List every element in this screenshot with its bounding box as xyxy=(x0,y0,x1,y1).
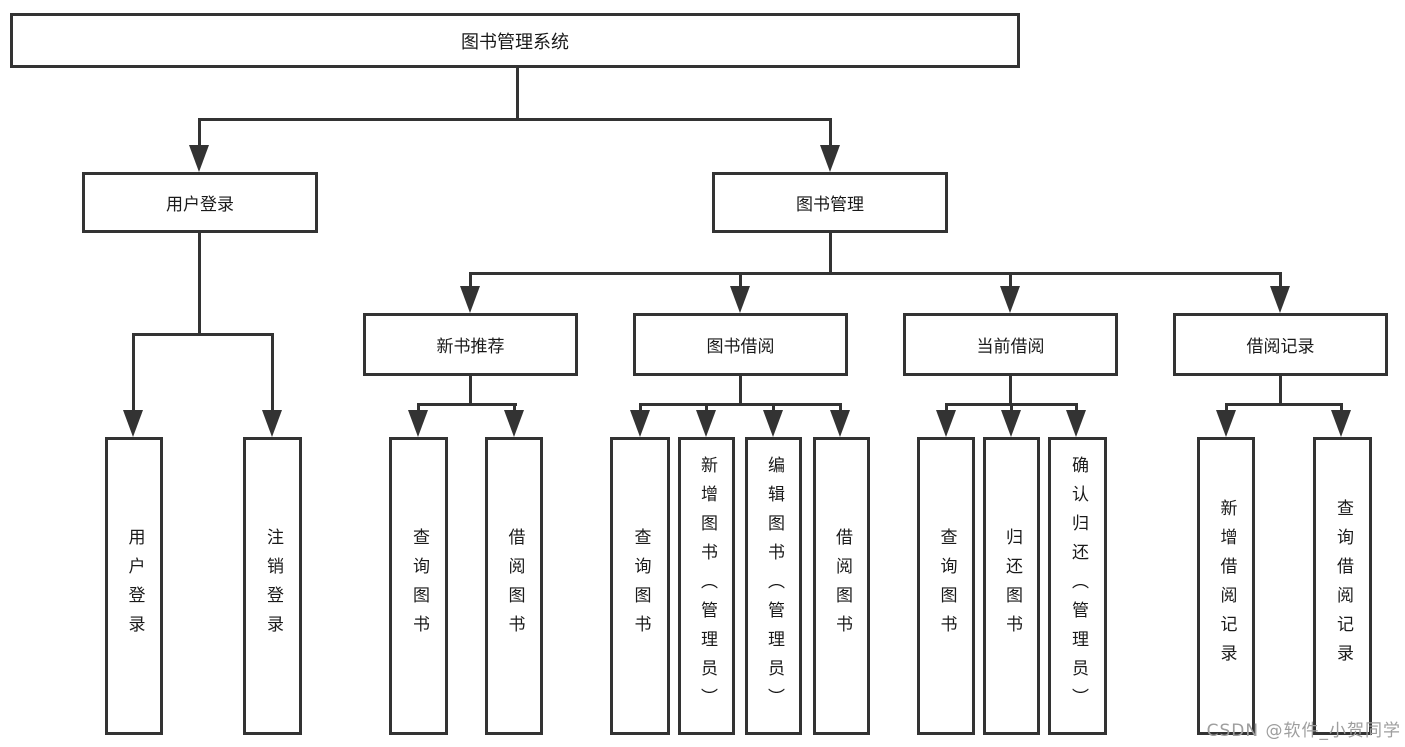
arrow-down-icon xyxy=(189,145,209,172)
connector-line xyxy=(132,333,135,413)
leaf-query-books-borrowing: 查询图书 xyxy=(610,437,670,735)
connector-line xyxy=(198,233,201,335)
connector-line xyxy=(705,403,708,415)
leaf-add-books-admin: 新增图书（管理员） xyxy=(678,437,735,735)
leaf-query-borrow-record: 查询借阅记录 xyxy=(1313,437,1372,735)
arrow-down-icon xyxy=(123,410,143,437)
node-label: 图书借阅 xyxy=(706,337,775,357)
node-label: 新增图书（管理员） xyxy=(697,455,717,717)
arrow-down-icon xyxy=(830,410,850,437)
connector-line xyxy=(839,403,842,415)
node-label: 查询借阅记录 xyxy=(1333,499,1353,673)
connector-line xyxy=(198,118,201,150)
connector-line xyxy=(198,118,832,121)
connector-line xyxy=(829,233,832,275)
connector-line xyxy=(1225,403,1228,415)
node-label: 确认归还（管理员） xyxy=(1068,455,1088,717)
leaf-return-books: 归还图书 xyxy=(983,437,1040,735)
connector-line xyxy=(516,68,519,120)
node-label: 新书推荐 xyxy=(436,337,505,357)
node-borrowing-records: 借阅记录 xyxy=(1173,313,1388,376)
connector-line xyxy=(639,403,642,415)
connector-line xyxy=(469,272,1282,275)
node-label: 归还图书 xyxy=(1002,528,1022,644)
connector-line xyxy=(1009,272,1012,289)
arrow-down-icon xyxy=(696,410,716,437)
arrow-down-icon xyxy=(630,410,650,437)
node-library-system-root: 图书管理系统 xyxy=(10,13,1020,68)
node-label: 编辑图书（管理员） xyxy=(764,455,784,717)
connector-line xyxy=(469,272,472,289)
node-label: 当前借阅 xyxy=(976,337,1045,357)
connector-line xyxy=(1075,403,1078,415)
connector-line xyxy=(1010,403,1013,415)
leaf-edit-books-admin: 编辑图书（管理员） xyxy=(745,437,802,735)
connector-line xyxy=(772,403,775,415)
csdn-watermark: CSDN @软件_小贺同学 xyxy=(1206,721,1401,741)
arrow-down-icon xyxy=(262,410,282,437)
arrow-down-icon xyxy=(1001,410,1021,437)
arrow-down-icon xyxy=(763,410,783,437)
connector-line xyxy=(132,333,274,336)
connector-line xyxy=(1279,272,1282,289)
connector-line xyxy=(1009,376,1012,406)
node-current-borrowing: 当前借阅 xyxy=(903,313,1118,376)
leaf-add-borrow-record: 新增借阅记录 xyxy=(1197,437,1255,735)
node-book-management: 图书管理 xyxy=(712,172,948,233)
node-label: 查询图书 xyxy=(630,528,651,644)
arrow-down-icon xyxy=(820,145,840,172)
node-label: 查询图书 xyxy=(936,528,957,644)
connector-line xyxy=(1340,403,1343,415)
leaf-query-books-recommend: 查询图书 xyxy=(389,437,448,735)
arrow-down-icon xyxy=(1270,286,1290,313)
connector-line xyxy=(271,333,274,413)
connector-line xyxy=(739,272,742,289)
connector-line xyxy=(829,118,832,150)
arrow-down-icon xyxy=(460,286,480,313)
leaf-user-login: 用户登录 xyxy=(105,437,163,735)
connector-line xyxy=(1225,403,1343,406)
node-label: 借阅记录 xyxy=(1246,337,1315,357)
connector-line xyxy=(417,403,517,406)
node-label: 注销登录 xyxy=(263,528,283,644)
connector-line xyxy=(739,376,742,406)
node-new-book-recommendation: 新书推荐 xyxy=(363,313,578,376)
node-label: 查询图书 xyxy=(409,528,429,644)
node-label: 图书管理系统 xyxy=(461,31,569,53)
node-user-login: 用户登录 xyxy=(82,172,318,233)
leaf-confirm-return-admin: 确认归还（管理员） xyxy=(1048,437,1107,735)
arrow-down-icon xyxy=(1331,410,1351,437)
arrow-down-icon xyxy=(504,410,524,437)
leaf-query-books-current: 查询图书 xyxy=(917,437,975,735)
connector-line xyxy=(639,403,842,406)
leaf-borrow-books-recommend: 借阅图书 xyxy=(485,437,543,735)
node-label: 用户登录 xyxy=(124,528,145,644)
arrow-down-icon xyxy=(730,286,750,313)
connector-line xyxy=(513,403,516,415)
connector-line xyxy=(1279,376,1282,406)
arrow-down-icon xyxy=(1066,410,1086,437)
leaf-borrow-books-borrowing: 借阅图书 xyxy=(813,437,870,735)
connector-line xyxy=(945,403,948,415)
node-label: 用户登录 xyxy=(166,195,234,215)
arrow-down-icon xyxy=(936,410,956,437)
node-label: 借阅图书 xyxy=(832,528,852,644)
leaf-logout-login: 注销登录 xyxy=(243,437,302,735)
arrow-down-icon xyxy=(1000,286,1020,313)
arrow-down-icon xyxy=(408,410,428,437)
connector-line xyxy=(417,403,420,415)
arrow-down-icon xyxy=(1216,410,1236,437)
node-label: 新增借阅记录 xyxy=(1216,499,1237,673)
connector-line xyxy=(469,376,472,406)
node-label: 借阅图书 xyxy=(504,528,525,644)
node-book-borrowing: 图书借阅 xyxy=(633,313,848,376)
node-label: 图书管理 xyxy=(796,195,864,215)
